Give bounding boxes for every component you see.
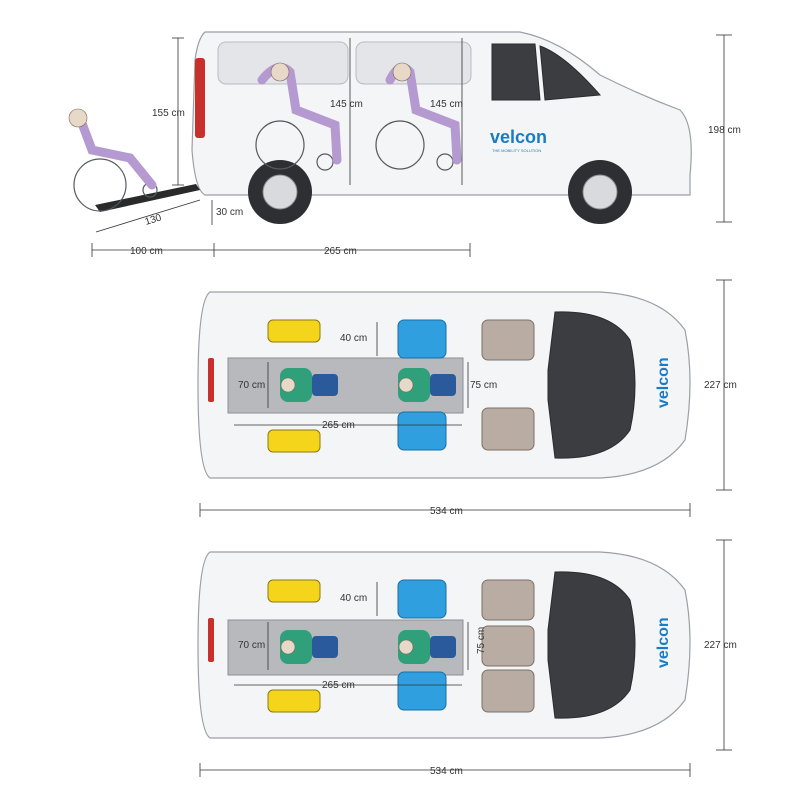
rear-wheel-rim	[262, 174, 298, 210]
platform-width-rear-label-1: 70 cm	[238, 380, 265, 391]
rear-lights-top-1	[208, 358, 214, 402]
yellow-seat-rear-right-1	[267, 429, 321, 453]
wheelchair-passenger-1	[255, 62, 342, 171]
blue-seat-right-1	[397, 411, 447, 451]
ramp-reach-label: 100 cm	[130, 246, 163, 257]
seat-gap-label-2: 40 cm	[340, 593, 367, 604]
interior-height-front-label: 145 cm	[430, 99, 463, 110]
top-logo-2: velcon	[655, 617, 672, 668]
rear-window	[217, 41, 349, 85]
rear-light	[195, 58, 205, 138]
platform-width-rear-label-2: 70 cm	[238, 640, 265, 651]
side-logo: velcon	[490, 127, 547, 147]
top-view-1: velcon 40 cm 70 cm 75 cm 265 cm 227 cm 5…	[197, 279, 737, 517]
seat-gap-label-1: 40 cm	[340, 333, 367, 344]
platform-width-front-label-2: 75 cm	[476, 627, 487, 654]
top-view-2: velcon 40 cm 70 cm 75 cm 265 cm 227 cm 5…	[197, 539, 737, 777]
wheelchair-outside	[68, 108, 158, 212]
person-top-2a	[280, 630, 338, 664]
ramp	[95, 184, 200, 212]
top-length-label-1: 534 cm	[430, 506, 463, 517]
person-top-1b	[398, 368, 456, 402]
gray-seat-right-1	[481, 407, 535, 451]
door-height-label: 155 cm	[152, 108, 185, 119]
top-length-label-2: 534 cm	[430, 766, 463, 777]
gray-seat-mid-2	[481, 625, 535, 667]
gray-seat-right-2	[481, 669, 535, 713]
person-top-1a	[280, 368, 338, 402]
top-logo-1: velcon	[655, 357, 672, 408]
front-door-window	[491, 43, 541, 101]
platform-width-front-label-1: 75 cm	[470, 380, 497, 391]
blue-seat-left-2	[397, 579, 447, 619]
person-top-2b	[398, 630, 456, 664]
platform-length-label-1: 265 cm	[322, 420, 355, 431]
windshield-top-2	[547, 571, 636, 719]
yellow-seat-rear-right-2	[267, 689, 321, 713]
top-width-label-2: 227 cm	[704, 640, 737, 651]
front-wheel-rim	[582, 174, 618, 210]
interior-length-label: 265 cm	[324, 246, 357, 257]
yellow-seat-rear-left-1	[267, 319, 321, 343]
blue-seat-right-2	[397, 671, 447, 711]
gray-seat-left-2	[481, 579, 535, 621]
blue-seat-left-1	[397, 319, 447, 359]
ramp-length-label: 130	[144, 212, 164, 228]
windshield	[539, 45, 602, 101]
side-logo-tagline: THE MOBILITY SOLUTION	[492, 148, 541, 153]
rear-lights-top-2	[208, 618, 214, 662]
yellow-seat-rear-left-2	[267, 579, 321, 603]
interior-height-rear-label: 145 cm	[330, 99, 363, 110]
windshield-top-1	[547, 311, 636, 459]
platform-length-label-2: 265 cm	[322, 680, 355, 691]
floor-height-label: 30 cm	[216, 207, 243, 218]
side-view: velcon THE MOBILITY SOLUTION 155 cm	[68, 31, 741, 257]
gray-seat-left-1	[481, 319, 535, 361]
wheelchair-passenger-2	[375, 62, 462, 171]
top-width-label-1: 227 cm	[704, 380, 737, 391]
total-height-label: 198 cm	[708, 125, 741, 136]
